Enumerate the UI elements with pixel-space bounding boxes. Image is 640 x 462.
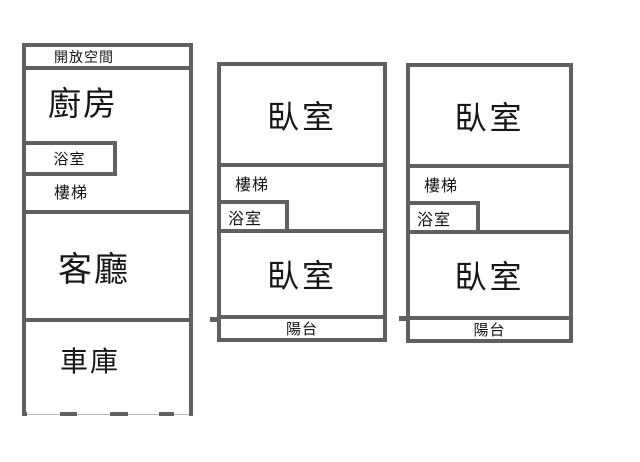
garage-door-thin-line — [22, 414, 193, 415]
room-label-garage: 車庫 — [60, 346, 121, 377]
wall-divider — [221, 229, 383, 233]
wall-divider — [26, 318, 189, 322]
room-bedroom-top-middle: 臥室 — [221, 66, 383, 163]
room-label-bedroom-top-middle: 臥室 — [266, 98, 337, 135]
wall-divider — [221, 315, 383, 319]
room-bathroom-middle: 浴室 — [217, 200, 289, 229]
wall-divider — [410, 164, 569, 168]
unit-right-outline: 臥室 樓梯 浴室 臥室 陽台 — [406, 63, 573, 343]
room-bathroom-right: 浴室 — [406, 201, 480, 230]
wall-divider — [410, 230, 569, 234]
room-label-open-space: 開放空間 — [54, 48, 114, 65]
room-bedroom-bottom-middle: 臥室 — [221, 233, 383, 315]
room-label-bathroom-middle: 浴室 — [228, 210, 263, 228]
room-bedroom-top-right: 臥室 — [410, 67, 569, 164]
wall-tick-right — [399, 316, 406, 321]
room-label-kitchen: 廚房 — [48, 85, 118, 122]
room-label-bedroom-bottom-right: 臥室 — [454, 259, 525, 295]
garage-door-dash — [110, 412, 128, 416]
room-open-space: 開放空間 — [26, 47, 189, 70]
room-label-stairs-left: 樓梯 — [54, 185, 89, 202]
room-label-bedroom-bottom-middle: 臥室 — [266, 258, 337, 294]
room-garage: 車庫 — [26, 322, 189, 398]
room-label-stairs-middle: 樓梯 — [235, 177, 270, 194]
garage-door-dash — [22, 412, 27, 416]
garage-door-dash — [159, 412, 174, 416]
wall-tick-middle — [210, 317, 217, 322]
room-label-living-room: 客廳 — [58, 250, 130, 289]
room-balcony-middle: 陽台 — [221, 319, 383, 338]
room-living-room: 客廳 — [26, 214, 189, 318]
room-balcony-right: 陽台 — [410, 320, 569, 339]
room-label-stairs-right: 樓梯 — [424, 178, 459, 195]
room-label-bedroom-top-right: 臥室 — [454, 99, 525, 136]
room-label-bathroom-right: 浴室 — [417, 211, 452, 229]
garage-door-dash — [60, 412, 77, 416]
garage-door-dash — [189, 412, 193, 416]
room-label-balcony-middle: 陽台 — [285, 321, 318, 338]
unit-left-outline: 開放空間 廚房 浴室 樓梯 客廳 車庫 — [22, 43, 193, 413]
wall-divider — [221, 163, 383, 167]
room-label-balcony-right: 陽台 — [473, 322, 506, 339]
unit-middle-outline: 臥室 樓梯 浴室 臥室 陽台 — [217, 62, 387, 342]
room-label-bathroom-left: 浴室 — [53, 151, 86, 168]
wall-divider — [26, 210, 189, 214]
room-bedroom-bottom-right: 臥室 — [410, 234, 569, 316]
room-bathroom-left: 浴室 — [22, 141, 117, 176]
garage-door-dashed-line — [22, 411, 193, 417]
wall-divider — [410, 316, 569, 320]
